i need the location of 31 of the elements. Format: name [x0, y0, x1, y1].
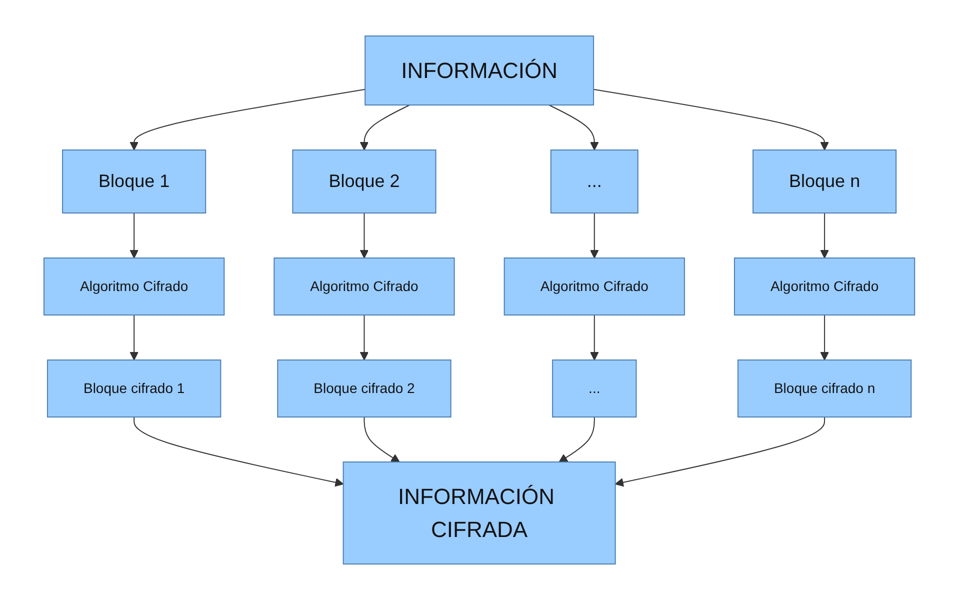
arrow	[360, 212, 369, 258]
arrow	[134, 416, 344, 486]
node-box	[274, 257, 455, 315]
node-box	[343, 461, 616, 564]
arrow	[548, 104, 599, 150]
node-box	[550, 149, 639, 213]
node-box	[62, 149, 206, 213]
arrow	[360, 104, 410, 150]
arrow	[590, 314, 599, 360]
arrow	[820, 314, 830, 360]
arrow	[820, 212, 830, 258]
node-box	[277, 359, 452, 417]
arrow	[593, 88, 830, 150]
flowchart-diagram: INFORMACIÓN Bloque 1 Bloque 2 ... Bloque n Algoritmo Cifrado Algoritmo Cifrado Algoritmo Cifrado Algoritmo Cifrado Bloque cifrado 1 Bloque cifrado 2 ... Bloque cifrado n INFORMACIÓN CIFRADA	[36, 28, 923, 572]
node-box	[44, 257, 225, 315]
node-box	[552, 359, 637, 417]
arrow	[130, 314, 139, 360]
arrow	[558, 416, 596, 462]
node-box	[738, 359, 912, 417]
node-box	[734, 257, 916, 315]
arrow	[364, 416, 400, 462]
node-box	[364, 35, 594, 105]
node-box	[752, 149, 897, 213]
node-box	[47, 359, 222, 417]
arrow	[130, 88, 366, 150]
arrow	[615, 416, 826, 486]
arrow	[360, 314, 369, 360]
arrow	[590, 212, 599, 258]
node-box	[504, 257, 686, 315]
node-box	[292, 149, 436, 213]
arrow	[130, 212, 139, 258]
